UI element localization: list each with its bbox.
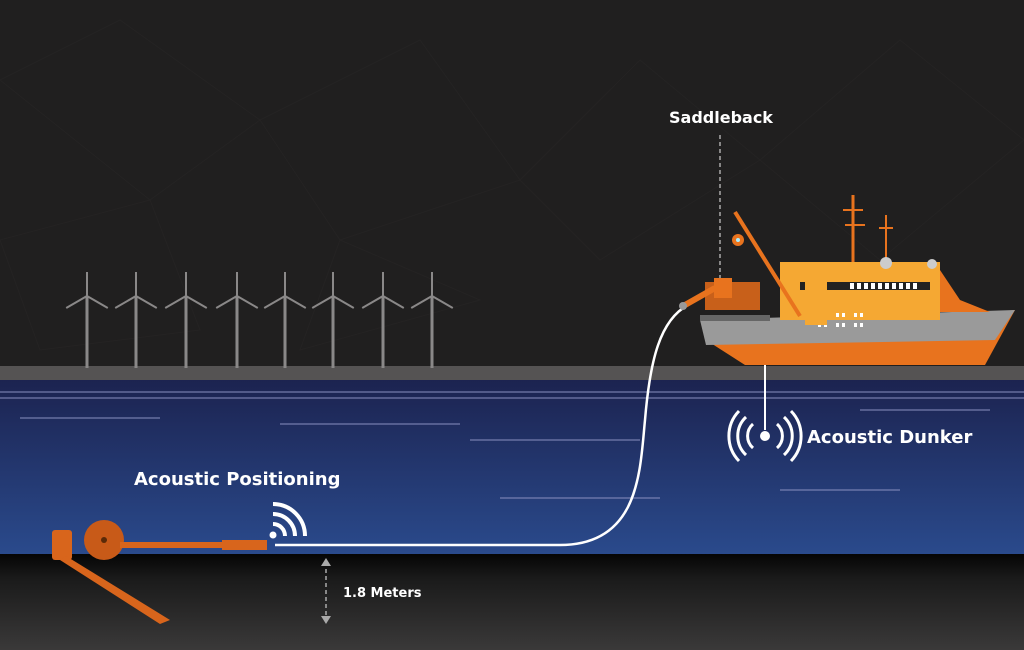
sea — [0, 380, 1024, 554]
vessel — [679, 195, 1015, 365]
sea-lines — [0, 391, 1024, 499]
wind-turbine-icon — [164, 272, 208, 368]
depth-arrow — [321, 558, 331, 624]
wind-turbine-icon — [65, 272, 109, 368]
acoustic-dunker-label: Acoustic Dunker — [807, 427, 973, 448]
wind-turbine-icon — [263, 272, 307, 368]
wind-turbine-icon — [114, 272, 158, 368]
cable-plough — [52, 520, 267, 624]
horizon — [0, 366, 1024, 380]
seabed — [0, 554, 1024, 650]
wind-turbine-icon — [311, 272, 355, 368]
wind-turbine-icon — [215, 272, 259, 368]
wind-turbine-icon — [361, 272, 405, 368]
sky-polygons — [0, 19, 1024, 351]
wind-farm — [65, 272, 454, 368]
cable — [275, 303, 689, 547]
burial-depth-label: 1.8 Meters — [343, 586, 422, 601]
wind-turbine-icon — [410, 272, 454, 368]
acoustic-broadcast-icon — [727, 409, 803, 463]
saddleback-label: Saddleback — [669, 108, 773, 127]
signal-icon — [269, 502, 307, 539]
acoustic-positioning-label: Acoustic Positioning — [134, 469, 341, 490]
